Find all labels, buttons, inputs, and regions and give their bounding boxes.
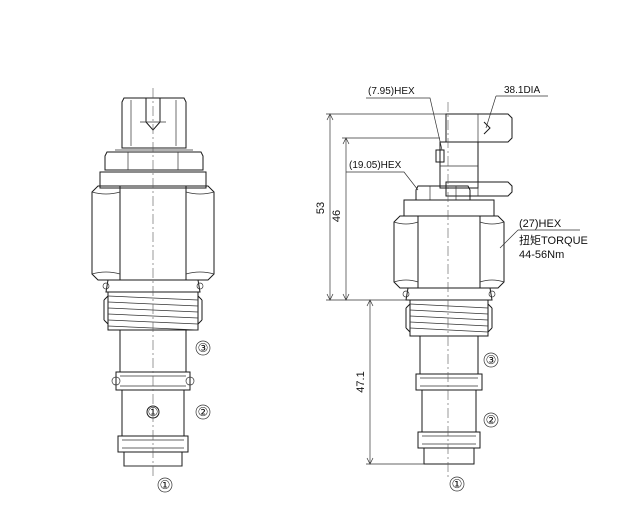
left-port-1-side: ① — [148, 405, 159, 419]
callout-dia: 38.1DIA — [485, 85, 548, 129]
left-port-1-bottom: ① — [157, 477, 173, 493]
dim-body: 46 — [331, 210, 343, 222]
dim-lower: 47.1 — [355, 371, 367, 392]
left-view — [91, 88, 215, 478]
label-torque-value: 44-56Nm — [519, 249, 564, 261]
label-dia: 38.1DIA — [504, 85, 540, 96]
callout-hex-mid: (19.05)HEX — [346, 160, 419, 191]
left-port-2: ② — [195, 404, 211, 420]
callout-hex-body: (27)HEX 扭矩TORQUE 44-56Nm — [499, 218, 588, 261]
label-hex-top: (7.95)HEX — [368, 86, 415, 97]
dim-overall: 53 — [315, 202, 327, 214]
left-port-1-side-label: ① — [148, 405, 159, 419]
right-port-1-label: ① — [452, 477, 463, 491]
dimension-lines — [326, 113, 446, 465]
left-port-3-label: ③ — [198, 341, 209, 355]
left-port-1-bottom-label: ① — [160, 478, 171, 492]
left-port-2-label: ② — [198, 405, 209, 419]
label-hex-mid: (19.05)HEX — [349, 160, 402, 171]
right-port-2-label: ② — [486, 413, 497, 427]
right-view — [393, 102, 513, 478]
left-port-3: ③ — [195, 340, 211, 356]
right-port-2: ② — [483, 412, 499, 428]
right-port-3-label: ③ — [486, 353, 497, 367]
label-hex-body: (27)HEX — [519, 218, 562, 230]
right-port-3: ③ — [483, 352, 499, 368]
callout-hex-top: (7.95)HEX — [366, 86, 443, 151]
right-port-1: ① — [449, 476, 465, 492]
label-torque: 扭矩TORQUE — [519, 233, 588, 247]
